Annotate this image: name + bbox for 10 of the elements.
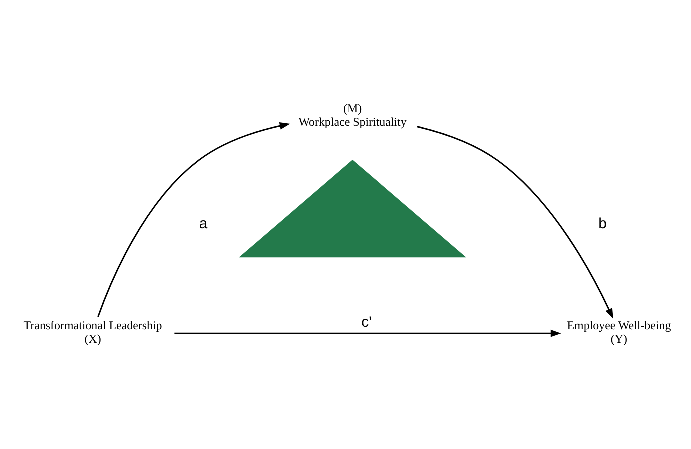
arrow: [98, 122, 290, 317]
node-text: Employee Well-being (Y): [567, 318, 672, 346]
node-triangle: [239, 159, 466, 258]
node-text: Transformational Leadership (X): [24, 318, 162, 346]
arrow: [417, 126, 614, 319]
node-text: (M) Workplace Spirituality: [298, 101, 407, 128]
edge-label: c': [362, 313, 372, 330]
arrow: [174, 329, 562, 337]
edge-label: a: [199, 215, 208, 232]
edge-label: b: [598, 215, 607, 232]
